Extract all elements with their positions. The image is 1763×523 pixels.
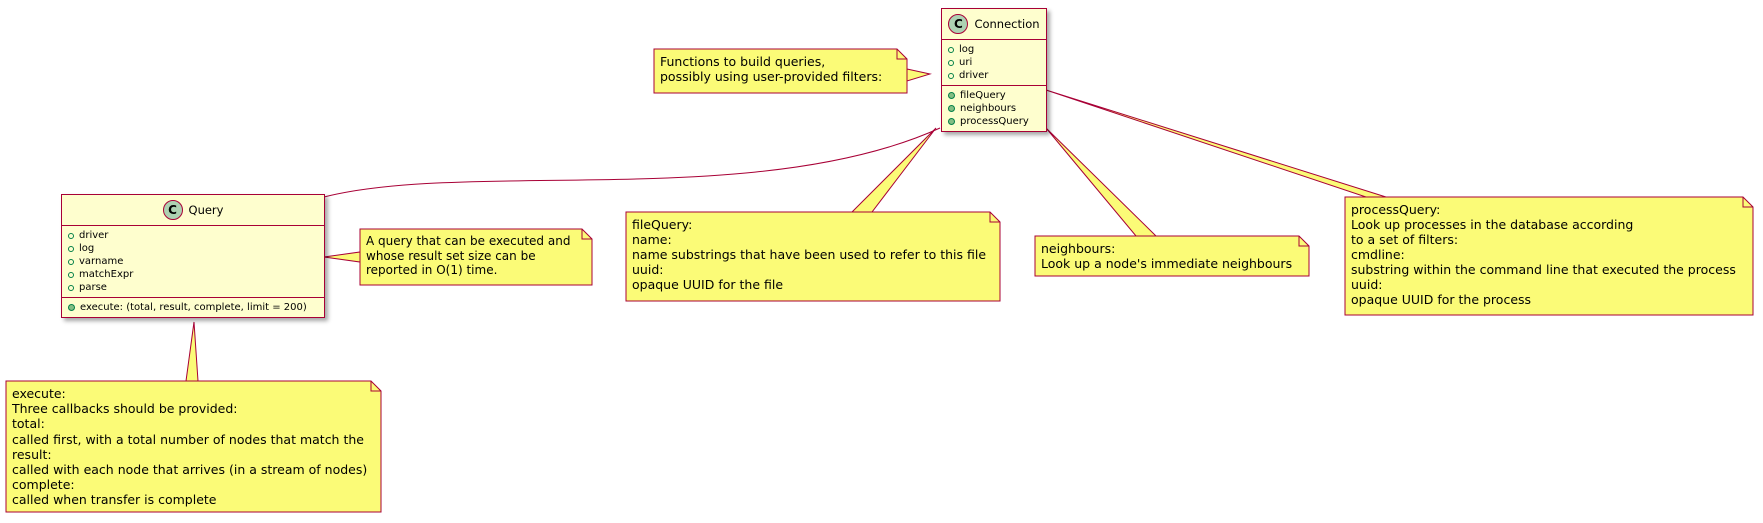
public-field-icon <box>68 258 74 265</box>
note-connection: Functions to build queries, possibly usi… <box>653 48 908 94</box>
note-line: A query that can be executed and <box>366 234 571 248</box>
class-name: Query <box>188 203 224 217</box>
anchor-connection-note <box>906 68 932 82</box>
methods-section: fileQuery neighbours processQuery <box>942 85 1046 131</box>
note-line: Functions to build queries, <box>660 54 826 69</box>
note-line: uuid: <box>1351 277 1383 292</box>
public-method-icon <box>948 118 955 125</box>
anchor-neighbours-note <box>1045 127 1158 237</box>
public-field-icon <box>68 245 74 252</box>
method-row: neighbours <box>948 102 1046 115</box>
public-method-icon <box>948 92 955 99</box>
note-neighbours: neighbours: Look up a node's immediate n… <box>1034 235 1310 277</box>
field-row: matchExpr <box>68 268 324 281</box>
note-line: called first, with a total number of nod… <box>12 431 364 447</box>
note-query: A query that can be executed and whose r… <box>359 228 593 286</box>
note-line: cmdline: <box>1351 247 1405 262</box>
public-field-icon <box>948 59 954 66</box>
note-line: Look up a node's immediate neighbours <box>1041 256 1293 271</box>
note-line: to a set of filters: <box>1351 232 1459 247</box>
note-line: total: <box>12 416 45 432</box>
fields-section: log uri driver <box>942 40 1046 85</box>
note-line: name: <box>632 232 672 247</box>
class-header: C Connection <box>942 9 1046 40</box>
note-line: uuid: <box>632 262 664 277</box>
note-line: execute: <box>12 386 66 401</box>
note-shape <box>1344 196 1754 316</box>
note-line: fileQuery: <box>632 217 693 232</box>
public-field-icon <box>68 284 74 291</box>
note-shape <box>5 380 382 513</box>
public-method-icon <box>948 105 955 112</box>
method-row: processQuery <box>948 115 1046 128</box>
methods-section: execute: (total, result, complete, limit… <box>62 297 324 317</box>
public-field-icon <box>948 72 954 79</box>
note-line: complete: <box>12 477 75 493</box>
class-connection[interactable]: C Connection log uri driver fileQuery ne… <box>941 8 1047 132</box>
note-line: opaque UUID for the process <box>1351 292 1532 307</box>
note-shape <box>1034 235 1310 277</box>
note-execute: execute: Three callbacks should be provi… <box>5 380 382 513</box>
public-field-icon <box>68 271 74 278</box>
class-c-icon: C <box>162 200 183 220</box>
public-method-icon <box>68 304 75 311</box>
note-line: substring within the command line that e… <box>1351 262 1736 277</box>
fields-section: driver log varname matchExpr parse <box>62 226 324 297</box>
class-query[interactable]: C Query driver log varname matchExpr par… <box>61 194 325 318</box>
field-row: log <box>68 242 324 255</box>
field-row: log <box>948 43 1046 56</box>
note-filequery: fileQuery: name: name substrings that ha… <box>625 211 1001 302</box>
note-line: called with each node that arrives (in a… <box>12 462 368 478</box>
note-shape <box>359 228 593 286</box>
class-header: C Query <box>62 195 324 226</box>
note-shape <box>625 211 1001 302</box>
public-field-icon <box>948 46 954 53</box>
method-row: execute: (total, result, complete, limit… <box>68 301 324 314</box>
note-line: whose result set size can be <box>366 248 536 263</box>
field-row: driver <box>948 69 1046 82</box>
field-row: parse <box>68 281 324 294</box>
note-line: called when transfer is complete <box>12 492 217 508</box>
note-processquery: processQuery: Look up processes in the d… <box>1344 196 1754 316</box>
field-row: varname <box>68 255 324 268</box>
note-line: name substrings that have been used to r… <box>632 247 987 262</box>
anchor-filequery-note <box>850 127 937 213</box>
field-row: driver <box>68 229 324 242</box>
association-query-connection <box>323 127 941 198</box>
note-line: processQuery: <box>1351 202 1441 217</box>
note-line: Three callbacks should be provided: <box>12 401 238 417</box>
field-row: uri <box>948 56 1046 69</box>
method-row: fileQuery <box>948 89 1046 102</box>
class-c-icon: C <box>948 14 969 34</box>
note-line: possibly using user-provided filters: <box>660 69 883 84</box>
note-line: neighbours: <box>1041 241 1116 256</box>
class-name: Connection <box>974 17 1040 31</box>
public-field-icon <box>68 232 74 239</box>
anchor-query-note <box>323 251 361 263</box>
note-line: Look up processes in the database accord… <box>1351 217 1634 232</box>
note-line: opaque UUID for the file <box>632 277 784 292</box>
anchor-execute-note <box>185 321 199 382</box>
note-shape <box>653 48 908 94</box>
note-line: result: <box>12 446 52 462</box>
note-line: reported in O(1) time. <box>366 263 498 277</box>
